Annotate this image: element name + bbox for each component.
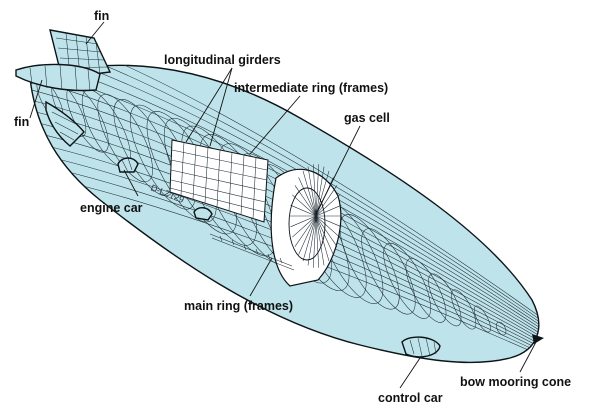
hull-ring: [339, 214, 400, 310]
gas-cell-spoke: [315, 215, 325, 266]
gas-cell-spoke: [294, 215, 317, 247]
label-intermediate-ring: intermediate ring (frames): [234, 81, 388, 95]
gas-cell-spoke: [315, 215, 340, 238]
hull-longitudinal: [30, 65, 539, 317]
gas-cell-spoke: [315, 215, 330, 262]
label-fin-top: fin: [94, 9, 109, 23]
engine-car: [117, 157, 139, 173]
lower-fin: [45, 100, 85, 147]
label-gas-cell: gas cell: [344, 111, 390, 125]
hull-ring: [383, 242, 432, 319]
gas-cell-spoke: [315, 164, 319, 217]
hull-ring: [405, 258, 447, 323]
gas-cell-spoke: [298, 215, 317, 255]
gas-cell-spoke: [294, 185, 317, 217]
hull-ring: [473, 305, 491, 333]
gas-cell-spoke: [315, 215, 338, 247]
gas-cell-spoke: [302, 170, 317, 217]
gas-cell-spoke: [315, 170, 330, 217]
gas-cell-spoke: [290, 204, 317, 217]
hull-longitudinal: [30, 65, 539, 323]
gas-cell-spoke: [315, 215, 319, 268]
gas-cell-spoke: [290, 215, 317, 228]
gas-cell-spoke: [315, 215, 342, 228]
gas-cell: [288, 187, 326, 261]
label-bow-mooring-cone: bow mooring cone: [460, 375, 571, 389]
gas-cell-spoke: [313, 164, 317, 217]
label-engine-car: engine car: [80, 201, 143, 215]
gas-cell-spoke: [307, 215, 317, 266]
leader-lines: [29, 21, 537, 389]
gas-cell-spoke: [298, 177, 317, 217]
control-car: [401, 336, 441, 358]
girder-cutaway: [169, 139, 269, 223]
label-main-ring: main ring (frames): [184, 299, 293, 313]
bow-mooring-cone: [532, 334, 544, 344]
hull-ring: [496, 321, 507, 336]
gas-cell-spoke: [315, 166, 325, 217]
keel-walkway: [209, 233, 295, 271]
gas-cell-spoke: [315, 215, 334, 255]
gas-cell-spoke: [315, 185, 338, 217]
hull-ring: [97, 94, 153, 183]
left-fin: [15, 63, 101, 92]
gas-cell-spoke: [313, 215, 317, 268]
engine-car-2: [193, 207, 213, 221]
hull-ring: [428, 273, 462, 327]
gas-cell-spoke: [292, 215, 317, 238]
hull-ring: [451, 289, 477, 330]
label-longitudinal-girders: longitudinal girders: [164, 53, 281, 67]
hull-longitudinal: [30, 65, 539, 320]
gas-cell-spoke: [307, 166, 317, 217]
gas-cell-spokes: [290, 164, 342, 268]
gas-cell-spoke: [315, 194, 340, 217]
hull-ring: [113, 99, 175, 197]
label-control-car: control car: [378, 391, 443, 405]
label-fin-left: fin: [14, 115, 29, 129]
gas-cell-spoke: [315, 204, 342, 217]
gas-cell-spoke: [292, 194, 317, 217]
hull-ring: [361, 228, 416, 315]
gas-cell-spoke: [302, 215, 317, 262]
